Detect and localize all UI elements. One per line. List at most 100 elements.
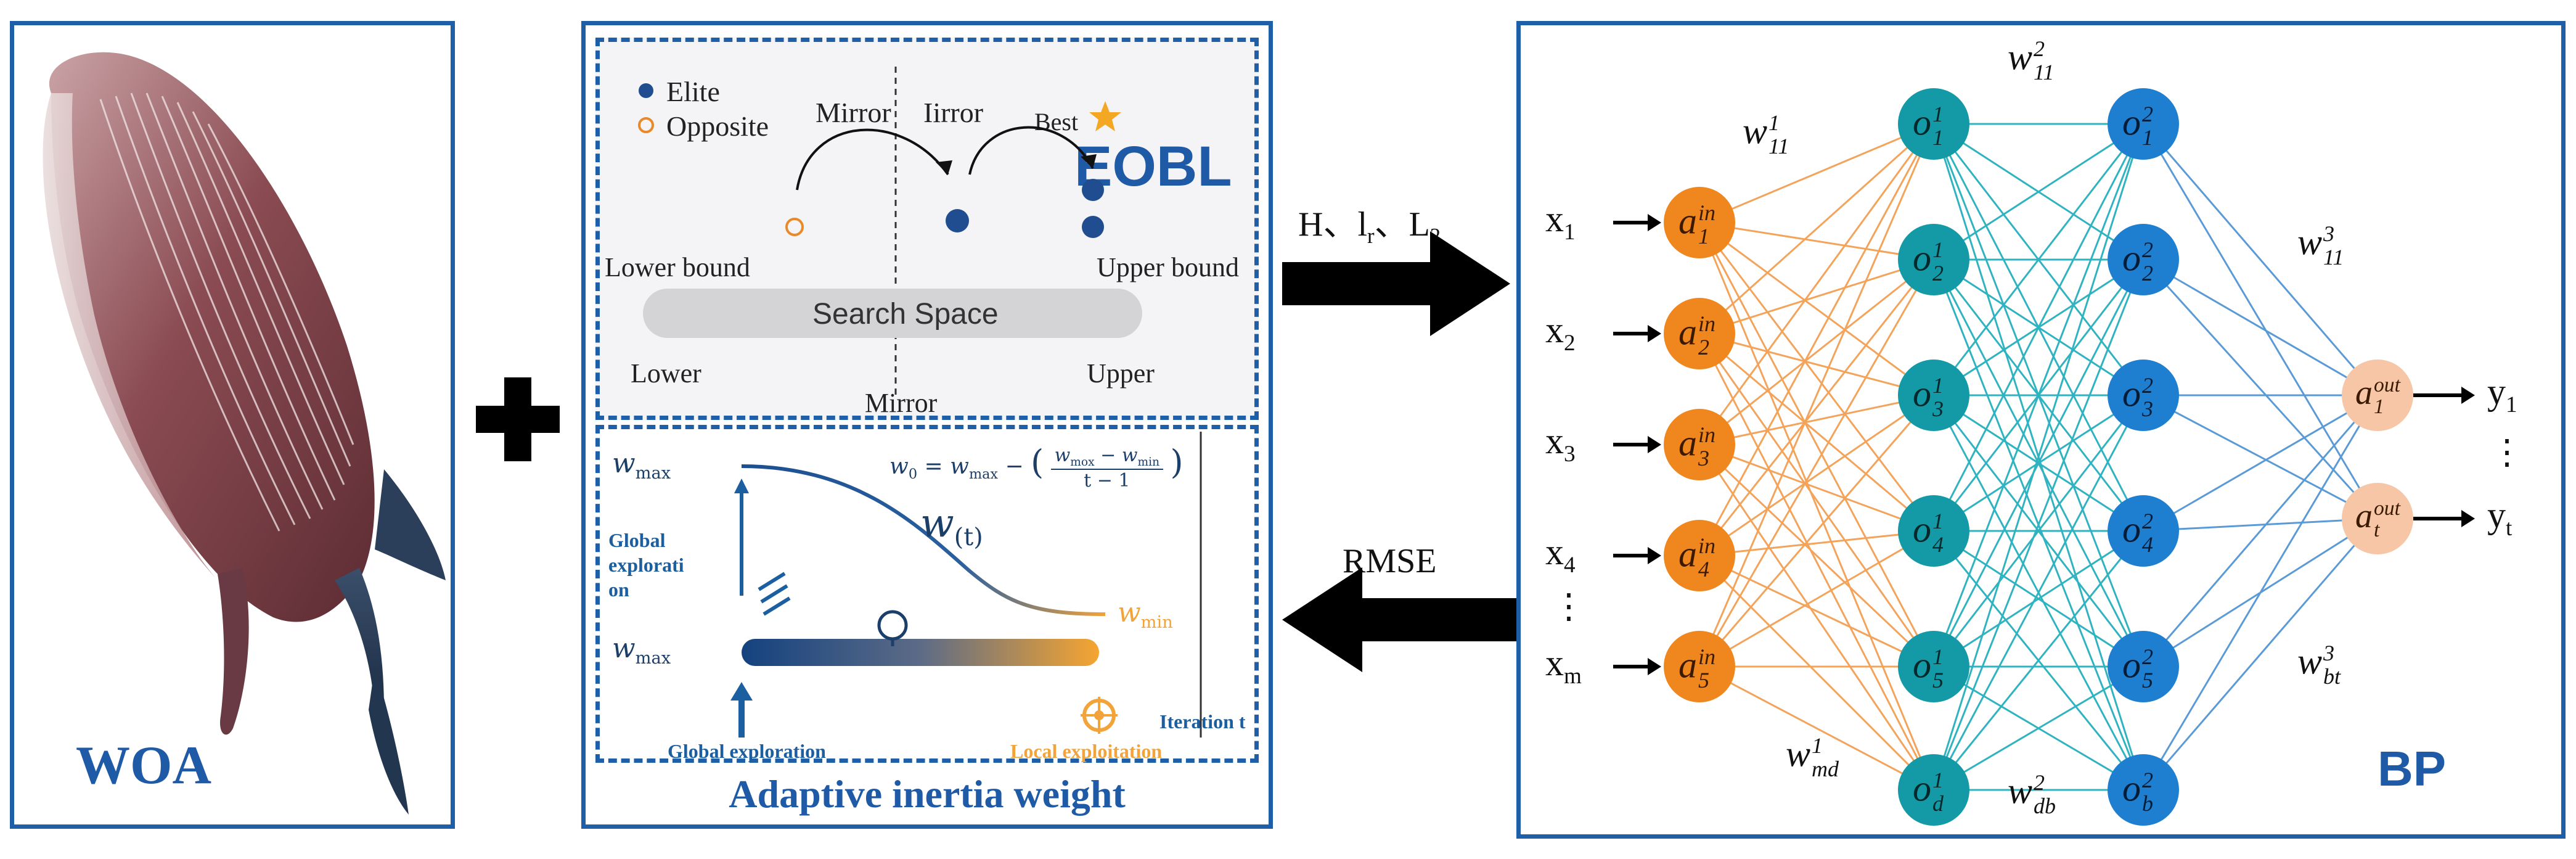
hidden1-node-6 [1898,754,1969,826]
elite-legend-icon [639,83,653,98]
hidden2-node-label-2-sub: 2 [2142,260,2153,286]
edge-mid-5-2 [1932,395,2145,791]
bp-network [1613,88,2475,826]
input-var-5-sub: m [1564,664,1582,689]
input-node-label-5-base: a [1678,644,1697,686]
input-var-2-sub: 2 [1564,331,1576,356]
edge-in-2-4 [1698,443,1935,668]
hidden1-node-label-2-base: o [1913,237,1931,279]
edge-in-1-0 [1698,123,1935,335]
edge-out-5-1 [2142,518,2379,791]
edge-mid-5-1 [1932,259,2145,791]
global-exploration-side-label: Global explorati on [608,528,684,602]
forward-label-a-sub: r [1367,224,1375,249]
edge-in-0-5 [1698,222,1935,791]
hidden1-node-2 [1898,224,1969,295]
input-var-4-base: x [1545,532,1564,572]
hidden1-node-label-6-sub: d [1932,791,1944,816]
hidden1-node-label-1-sup: 1 [1932,102,1944,126]
weight-wdb-2-sub: db [2034,793,2056,818]
hidden1-node-label-1-sub: 1 [1932,125,1944,150]
hidden1-node-label-4-base: o [1913,509,1931,550]
edge-out-4-0 [2142,395,2379,667]
input-node-label-1-sup: in [1698,200,1716,225]
edge-in-3-2 [1699,394,1934,557]
output-arrow-head-0 [2461,387,2475,404]
formula-num-a-sub: mox [1070,456,1095,469]
edge-in-3-3 [1699,530,1934,557]
opposite-legend-icon [638,117,654,133]
edge-out-3-1 [2143,517,2378,532]
formula-w-sub: max [968,466,998,483]
input-node-label-3-base: a [1678,422,1697,464]
input-node-5 [1664,631,1735,702]
output-node-label-1-sub: 1 [2374,395,2384,419]
plus-icon [476,377,560,461]
wt-sub: (t) [954,522,983,551]
input-ellipsis: ⋮ [1552,588,1586,626]
aiw-title: Adaptive inertia weight [729,772,1126,816]
edge-in-1-1 [1699,258,1934,335]
hidden1-node-label-1-base: o [1913,102,1931,143]
weight-wbt-3-base: w [2297,641,2323,682]
input-var-1-base: x [1545,199,1564,239]
weight-w11-1-base: w [1743,110,1768,152]
input-node-label-3-sup: in [1698,422,1716,447]
formula-num-b-sub: min [1137,456,1160,469]
inertia-weight-chart [730,432,1202,738]
edge-in-1-3 [1699,332,1934,532]
formula-num-b: w [1121,445,1138,466]
eobl-diagram [643,67,1142,400]
input-node-label-5-sup: in [1698,644,1716,669]
edge-in-2-5 [1698,444,1935,791]
hidden2-node-label-3-sup: 2 [2142,373,2153,398]
edge-out-2-1 [2143,394,2378,520]
edge-out-1-0 [2143,258,2378,397]
formula-lhs-sub: 0 [908,466,918,483]
hidden2-node-label-4-sup: 2 [2142,509,2153,533]
output-node-label-2-sup: out [2374,497,2400,520]
hidden1-node-label-3-base: o [1913,373,1931,414]
hidden2-node-label-3-base: o [2122,373,2141,414]
best-label: Best [1034,108,1079,136]
wmax-bottom-label: wmax [612,633,671,668]
hidden1-node-label-4-sup: 1 [1932,509,1944,533]
output-ellipsis: ⋮ [2490,434,2524,472]
hidden1-node-3 [1898,360,1969,431]
input-node-2 [1664,298,1735,369]
edge-in-2-3 [1699,443,1934,532]
global-exploration-label: Global exploration [668,740,826,762]
edge-in-2-1 [1699,258,1934,446]
input-node-3 [1664,409,1735,480]
input-node-label-1-base: a [1678,200,1697,242]
edge-in-3-0 [1698,123,1935,556]
input-arrow-head-4 [1648,658,1661,675]
edge-mid-3-0 [1932,123,2145,532]
legend-elite: Elite [666,76,720,107]
hidden2-node-label-6-base: o [2122,768,2141,809]
search-space-label: Search Space [812,298,999,331]
hidden1-node-label-6-sup: 1 [1932,768,1944,792]
hidden1-node-label-5-sub: 5 [1932,667,1944,693]
input-node-label-4-sub: 4 [1698,556,1709,582]
hidden1-node-label-5-sup: 1 [1932,644,1944,669]
edge-out-0-0 [2142,123,2379,396]
input-var-5: xm [1545,642,1582,689]
whale-illustration [43,52,446,815]
input-var-3: x3 [1545,420,1576,467]
input-node-label-2-sup: in [1698,311,1716,336]
edge-in-0-1 [1699,221,1934,261]
forward-label-a: H、l [1298,205,1367,244]
woa-label: WOA [76,736,211,795]
inertia-weight-box: wmax w0 = wmax − ( wmox − wmin t − 1 ) w… [595,425,1259,763]
input-var-5-base: x [1545,643,1564,683]
